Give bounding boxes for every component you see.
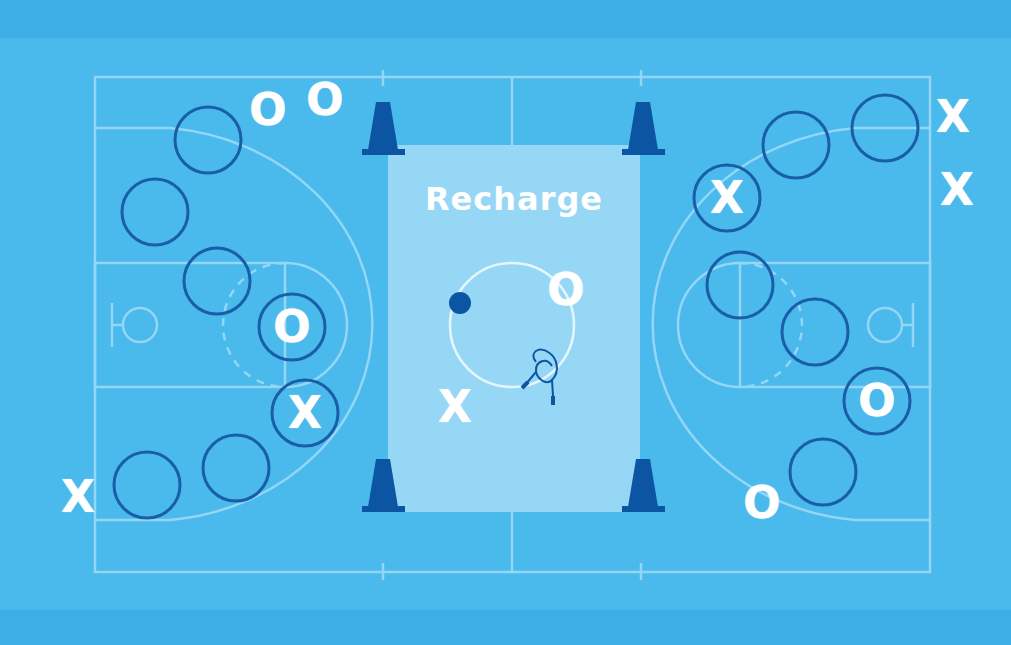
- play-mark: X: [438, 385, 472, 429]
- top-band: [0, 0, 1011, 38]
- spot-circles: [114, 95, 918, 518]
- play-mark: O: [249, 88, 286, 132]
- spot-outline: [259, 294, 325, 360]
- zone-title: Recharge: [425, 183, 603, 215]
- spot-outline: [694, 165, 760, 231]
- marked-spot: X: [271, 379, 339, 447]
- recharge-zone-box: Recharge: [388, 145, 640, 512]
- marked-spot: X: [693, 164, 761, 232]
- play-mark: O: [547, 268, 584, 312]
- spot-outline: [272, 380, 338, 446]
- cones: [362, 102, 665, 512]
- ball-dot: [449, 292, 471, 314]
- play-mark: X: [710, 176, 744, 220]
- play-mark: O: [306, 78, 343, 122]
- spot-outline: [844, 368, 910, 434]
- play-mark: O: [858, 379, 895, 423]
- play-mark: O: [273, 305, 310, 349]
- court-lines: [95, 70, 930, 580]
- marked-spot: O: [258, 293, 326, 361]
- recharge-zone: [388, 145, 640, 512]
- play-mark: X: [940, 168, 974, 212]
- play-mark: O: [743, 481, 780, 525]
- bottom-band: [0, 610, 1011, 645]
- play-mark: X: [61, 475, 95, 519]
- play-mark: X: [936, 95, 970, 139]
- jump-rope: [522, 350, 557, 405]
- marked-spot: O: [843, 367, 911, 435]
- play-mark: X: [288, 391, 322, 435]
